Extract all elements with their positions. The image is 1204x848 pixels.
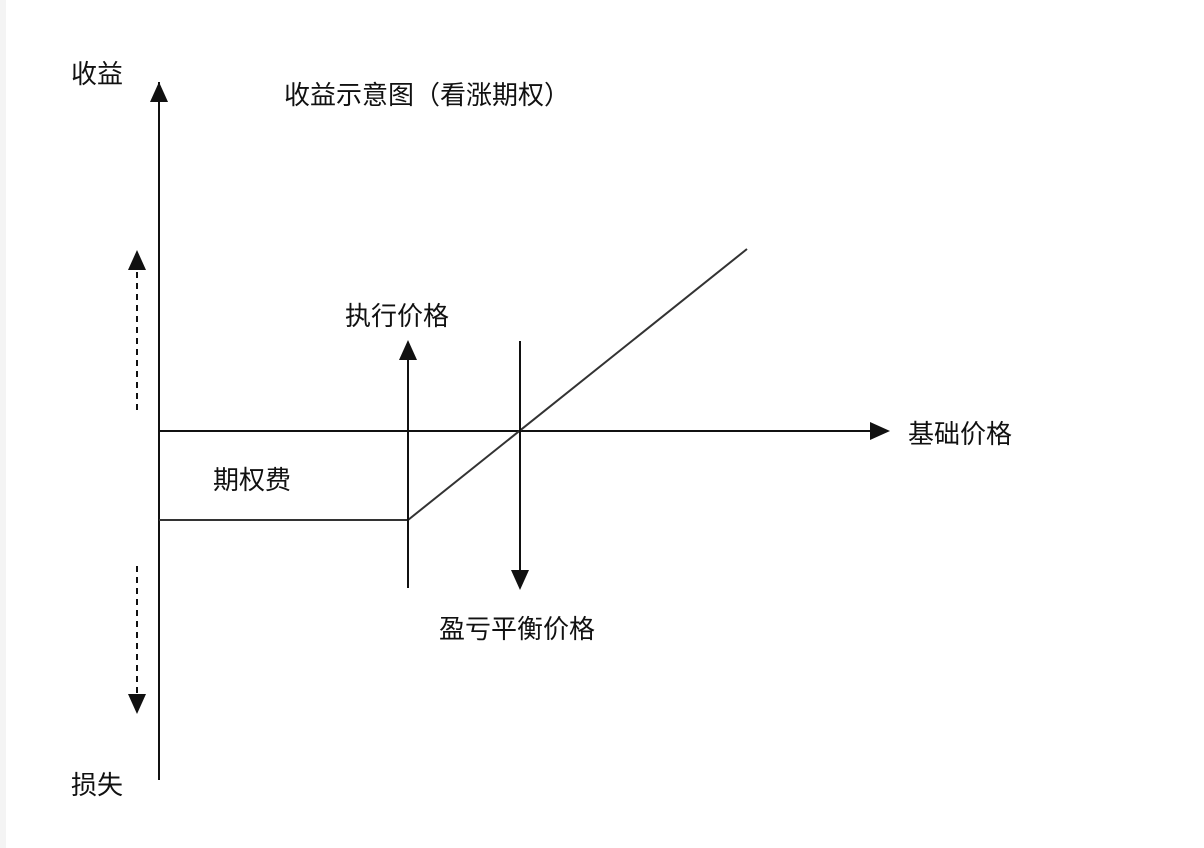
profit-direction-arrowhead (128, 250, 146, 270)
y-axis-loss-label: 损失 (71, 771, 124, 801)
strike-price-label: 执行价格 (345, 302, 450, 332)
x-axis-arrowhead (870, 422, 890, 440)
diagram-title: 收益示意图（看涨期权） (284, 81, 571, 111)
strike-price-arrowhead (399, 340, 417, 360)
breakeven-price-label: 盈亏平衡价格 (439, 615, 596, 645)
page-edge (0, 0, 6, 848)
y-axis-arrowhead (150, 82, 168, 102)
x-axis-label: 基础价格 (908, 420, 1013, 450)
premium-label: 期权费 (213, 466, 292, 496)
breakeven-arrowhead (511, 570, 529, 590)
loss-direction-arrowhead (128, 694, 146, 714)
y-axis-profit-label: 收益 (71, 60, 124, 90)
